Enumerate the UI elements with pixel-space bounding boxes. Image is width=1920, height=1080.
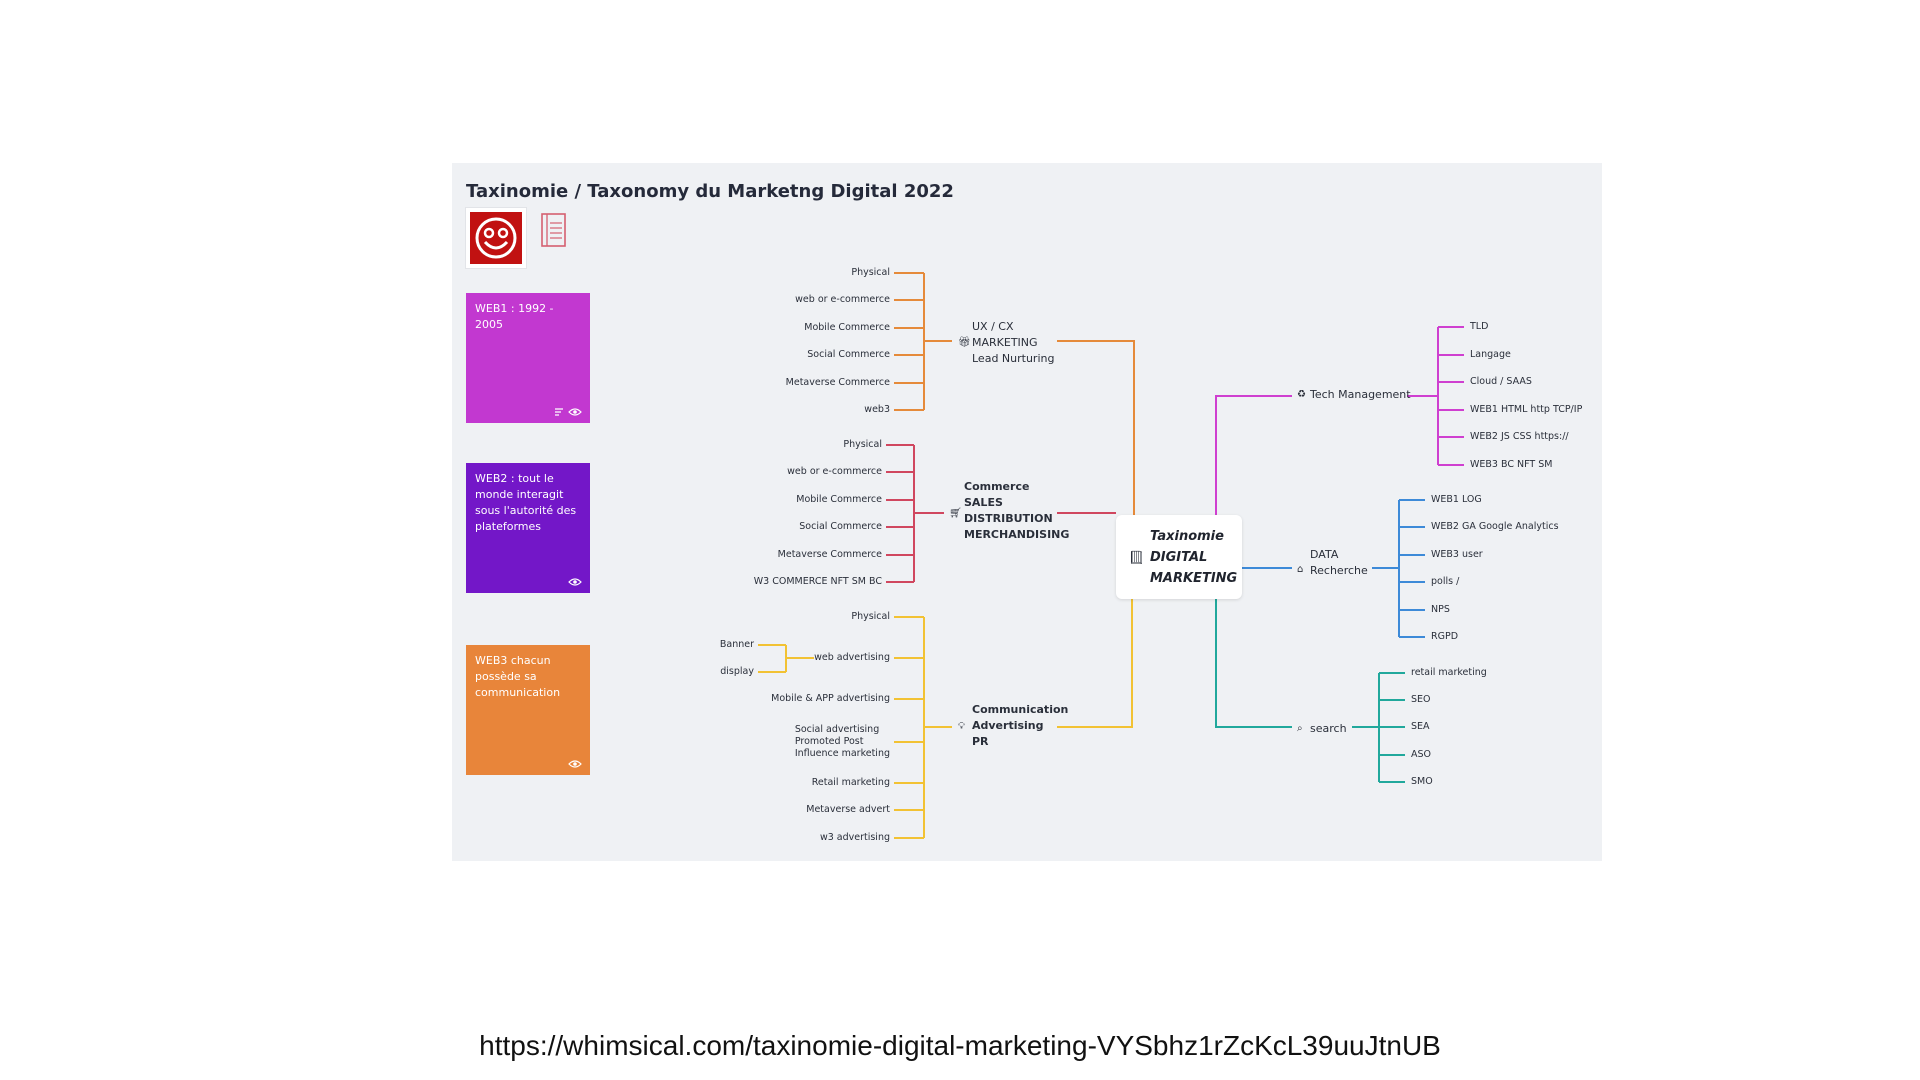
leaf-commerce[interactable]: W3 COMMERCE NFT SM BC (753, 576, 882, 587)
smiley-icon[interactable] (466, 208, 526, 268)
central-line: DIGITAL (1150, 550, 1208, 565)
gift-icon: 🎁︎ (958, 337, 971, 348)
branch-ux-line: Lead Nurturing (972, 352, 1055, 365)
leaf-communication[interactable]: Retail marketing (811, 777, 890, 788)
branch-data-line: Recherche (1310, 564, 1368, 577)
branch-communication-line: PR (972, 735, 989, 748)
branch-communication-title[interactable]: Communication Advertising PR (972, 702, 1068, 750)
notebook-icon[interactable] (538, 212, 568, 250)
connector (1215, 395, 1292, 515)
leaf-communication[interactable]: Mobile & APP advertising (771, 693, 890, 704)
leaf-search[interactable]: SEO (1411, 694, 1431, 705)
leaf-tech[interactable]: TLD (1470, 321, 1489, 332)
branch-ux-title[interactable]: UX / CX MARKETING Lead Nurturing (972, 319, 1054, 367)
leaf-communication[interactable]: Physical (851, 611, 890, 622)
leaf-communication-sub[interactable]: display (720, 666, 754, 677)
leaf-communication-sub[interactable]: Banner (719, 639, 754, 650)
leaf-tech[interactable]: Langage (1470, 349, 1511, 360)
list-icon[interactable] (554, 407, 564, 417)
book-icon: 📕︎ (1128, 551, 1145, 566)
leaf-ux[interactable]: Mobile Commerce (804, 322, 890, 333)
leaf-data[interactable]: RGPD (1431, 631, 1459, 642)
eye-icon[interactable] (568, 759, 582, 769)
branch-commerce-line: DISTRIBUTION (964, 512, 1053, 525)
search-icon: ⌕ (1297, 723, 1303, 734)
cart-icon: 🛒︎ (949, 508, 962, 519)
card-web3[interactable]: WEB3 chacun possède sa communication (466, 645, 590, 775)
branch-data-line: DATA (1310, 548, 1339, 561)
card-web2-text: WEB2 : tout le monde interagit sous l'au… (475, 472, 577, 533)
card-web2[interactable]: WEB2 : tout le monde interagit sous l'au… (466, 463, 590, 593)
branch-communication-line: Communication (972, 703, 1069, 716)
mindmap-connectors (758, 272, 1464, 839)
leaf-tech[interactable]: WEB2 JS CSS https:// (1470, 431, 1569, 442)
card-web1-text: WEB1 : 1992 - 2005 (475, 302, 554, 331)
branch-data-title[interactable]: DATA Recherche (1310, 547, 1368, 579)
leaf-search[interactable]: SEA (1411, 721, 1430, 732)
leaf-search[interactable]: retail marketing (1411, 667, 1487, 678)
mindmap-board: Taxinomie / Taxonomy du Marketng Digital… (452, 163, 1602, 861)
leaf-tech[interactable]: WEB3 BC NFT SM (1470, 459, 1553, 470)
leaf-data[interactable]: WEB1 LOG (1431, 494, 1482, 505)
leaf-ux[interactable]: web or e-commerce (795, 294, 890, 305)
recycle-icon: ♻︎ (1297, 389, 1306, 400)
leaf-search[interactable]: SMO (1411, 776, 1433, 787)
leaf-commerce[interactable]: Mobile Commerce (796, 494, 882, 505)
leaf-data[interactable]: WEB2 GA Google Analytics (1431, 521, 1559, 532)
leaf-ux[interactable]: Metaverse Commerce (785, 377, 890, 388)
branch-commerce-title[interactable]: Commerce SALES DISTRIBUTION MERCHANDISIN… (964, 479, 1069, 543)
leaf-communication[interactable]: w3 advertising (819, 832, 890, 843)
leaf-data[interactable]: WEB3 user (1431, 549, 1483, 560)
leaf-tech[interactable]: Cloud / SAAS (1470, 376, 1532, 387)
central-node[interactable]: 📕︎ Taxinomie DIGITAL MARKETING (1116, 515, 1242, 599)
central-line: MARKETING (1150, 571, 1238, 586)
leaf-ux[interactable]: Social Commerce (807, 349, 890, 360)
leaf-ux[interactable]: web3 (864, 404, 890, 415)
leaf-commerce[interactable]: web or e-commerce (787, 466, 882, 477)
branch-tech-title[interactable]: Tech Management (1310, 388, 1411, 401)
leaf-data[interactable]: polls / (1431, 576, 1460, 587)
connector (1215, 599, 1292, 728)
source-url[interactable]: https://whimsical.com/taxinomie-digital-… (479, 1030, 1441, 1061)
home-icon: ⌂ (1297, 564, 1304, 575)
leaf-communication[interactable]: Metaverse advert (806, 804, 890, 815)
card-web3-text: WEB3 chacun possède sa communication (475, 654, 561, 699)
leaf-commerce[interactable]: Metaverse Commerce (777, 549, 882, 560)
board-title: Taxinomie / Taxonomy du Marketng Digital… (466, 181, 954, 202)
branch-commerce-line: MERCHANDISING (964, 528, 1070, 541)
eye-icon[interactable] (568, 407, 582, 417)
branch-commerce-line: Commerce (964, 480, 1030, 493)
leaf-ux[interactable]: Physical (851, 267, 890, 278)
leaf-data[interactable]: NPS (1431, 604, 1450, 615)
connector (1057, 599, 1133, 728)
leaf-tech[interactable]: WEB1 HTML http TCP/IP (1470, 404, 1583, 415)
branch-commerce-line: SALES (964, 496, 1003, 509)
leaf-search[interactable]: ASO (1411, 749, 1432, 760)
eye-icon[interactable] (568, 577, 582, 587)
leaf-communication[interactable]: Social advertising Promoted Post Influen… (794, 724, 890, 759)
branch-search-title[interactable]: search (1310, 722, 1347, 735)
central-line: Taxinomie (1150, 529, 1224, 544)
branch-ux-line: MARKETING (972, 336, 1038, 349)
lightbulb-icon: 💡︎ (958, 721, 965, 732)
branch-ux-line: UX / CX (972, 320, 1014, 333)
connector (1057, 340, 1135, 515)
leaf-commerce[interactable]: Social Commerce (799, 521, 882, 532)
leaf-commerce[interactable]: Physical (843, 439, 882, 450)
leaf-communication[interactable]: web advertising (814, 652, 890, 663)
card-web1[interactable]: WEB1 : 1992 - 2005 (466, 293, 590, 423)
branch-communication-line: Advertising (972, 719, 1044, 732)
